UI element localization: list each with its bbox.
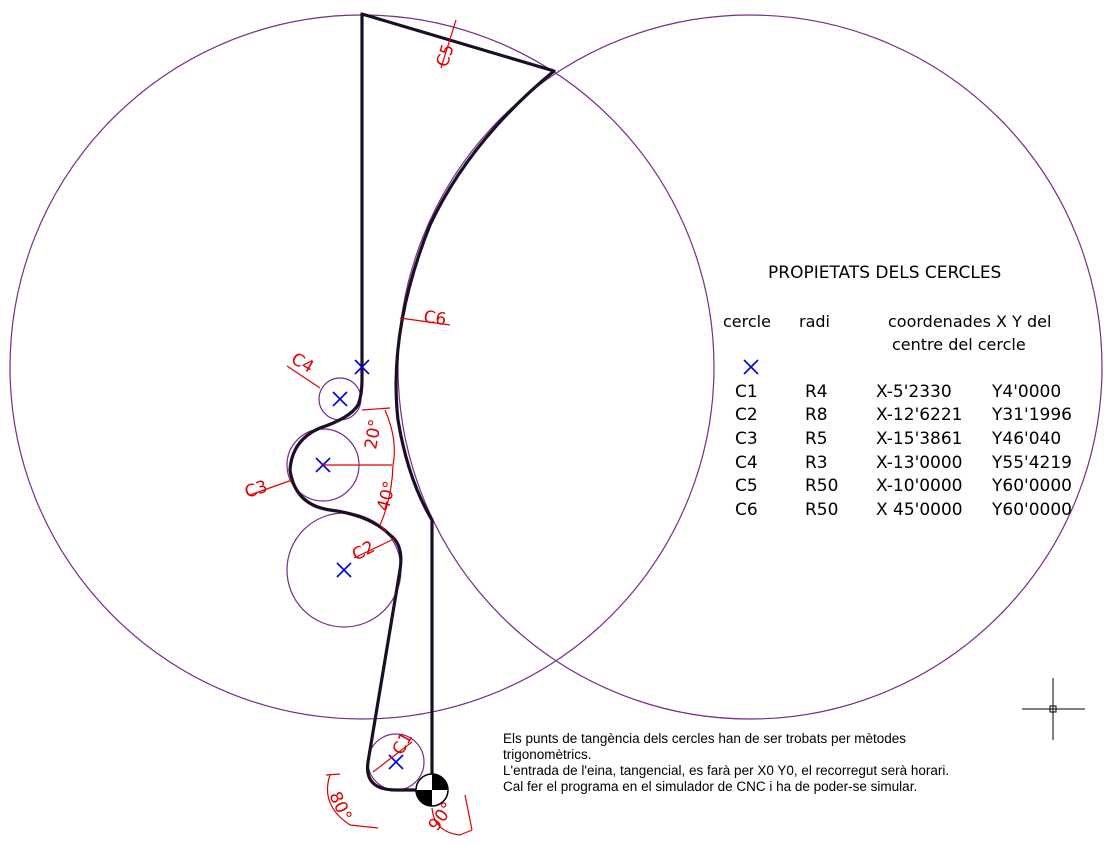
row-y: Y60'0000: [991, 500, 1072, 520]
note-line: Els punts de tangència dels cercles han …: [503, 731, 906, 746]
circle-properties-table: PROPIETATS DELS CERCLES cercle radi coor…: [723, 263, 1072, 520]
row-y: Y55'4219: [991, 453, 1072, 473]
label-c6: C6: [422, 307, 447, 330]
row-cercle: C5: [735, 476, 758, 496]
header-coords-2: centre del cercle: [892, 335, 1026, 354]
row-x: X-12'6221: [876, 405, 963, 425]
label-c5: C5: [433, 42, 459, 70]
table-row: C6 R50 X 45'0000 Y60'0000: [735, 500, 1072, 520]
row-cercle: C4: [735, 453, 758, 473]
row-radi: R50: [805, 476, 838, 496]
label-angle-20: 20°: [361, 418, 386, 451]
note-line: Cal fer el programa en el simulador de C…: [503, 779, 918, 794]
note-line: trigonomètrics.: [503, 747, 592, 762]
row-cercle: C3: [735, 429, 758, 449]
row-radi: R50: [805, 500, 838, 520]
label-c2: C2: [349, 537, 378, 565]
instructions-note: Els punts de tangència dels cercles han …: [503, 731, 1023, 795]
header-coords-1: coordenades X Y del: [888, 312, 1051, 331]
row-y: Y60'0000: [991, 476, 1072, 496]
table-row: C2 R8 X-12'6221 Y31'1996: [735, 405, 1072, 425]
row-cercle: C1: [735, 382, 758, 402]
note-line: L'entrada de l'eina, tangencial, es farà…: [503, 763, 950, 778]
center-mark-c4-start: [354, 359, 370, 375]
center-mark-c4: [332, 391, 348, 407]
row-cercle: C2: [735, 405, 758, 425]
row-x: X-15'3861: [876, 429, 963, 449]
crosshair-cursor-icon: [1022, 678, 1085, 740]
row-radi: R3: [805, 453, 828, 473]
table-row: C3 R5 X-15'3861 Y46'040: [735, 429, 1061, 449]
part-profile: [288, 12, 556, 792]
label-angle-80: 80°: [324, 789, 355, 825]
header-radi: radi: [799, 312, 830, 331]
row-radi: R5: [805, 429, 828, 449]
label-c1: C1: [389, 729, 417, 758]
table-row: C1 R4 X-5'2330 Y4'0000: [735, 382, 1061, 402]
center-mark-c2: [336, 562, 352, 578]
table-title: PROPIETATS DELS CERCLES: [768, 263, 1001, 283]
label-c4: C4: [288, 349, 318, 378]
origin-marker: [415, 773, 449, 807]
table-row: C4 R3 X-13'0000 Y55'4219: [735, 453, 1072, 473]
center-mark-c1: [388, 754, 404, 770]
label-c3: C3: [242, 477, 270, 503]
row-x: X-5'2330: [876, 382, 952, 402]
row-cercle: C6: [735, 500, 758, 520]
row-y: Y46'040: [991, 429, 1061, 449]
table-row: C5 R50 X-10'0000 Y60'0000: [735, 476, 1072, 496]
header-cercle: cercle: [723, 312, 771, 331]
row-radi: R8: [805, 405, 828, 425]
row-y: Y4'0000: [991, 382, 1061, 402]
label-angle-40: 40°: [374, 479, 401, 513]
row-x: X-10'0000: [876, 476, 963, 496]
row-radi: R4: [805, 382, 828, 402]
row-x: X 45'0000: [876, 500, 963, 520]
center-mark-legend: [743, 359, 759, 375]
row-x: X-13'0000: [876, 453, 963, 473]
row-y: Y31'1996: [991, 405, 1072, 425]
